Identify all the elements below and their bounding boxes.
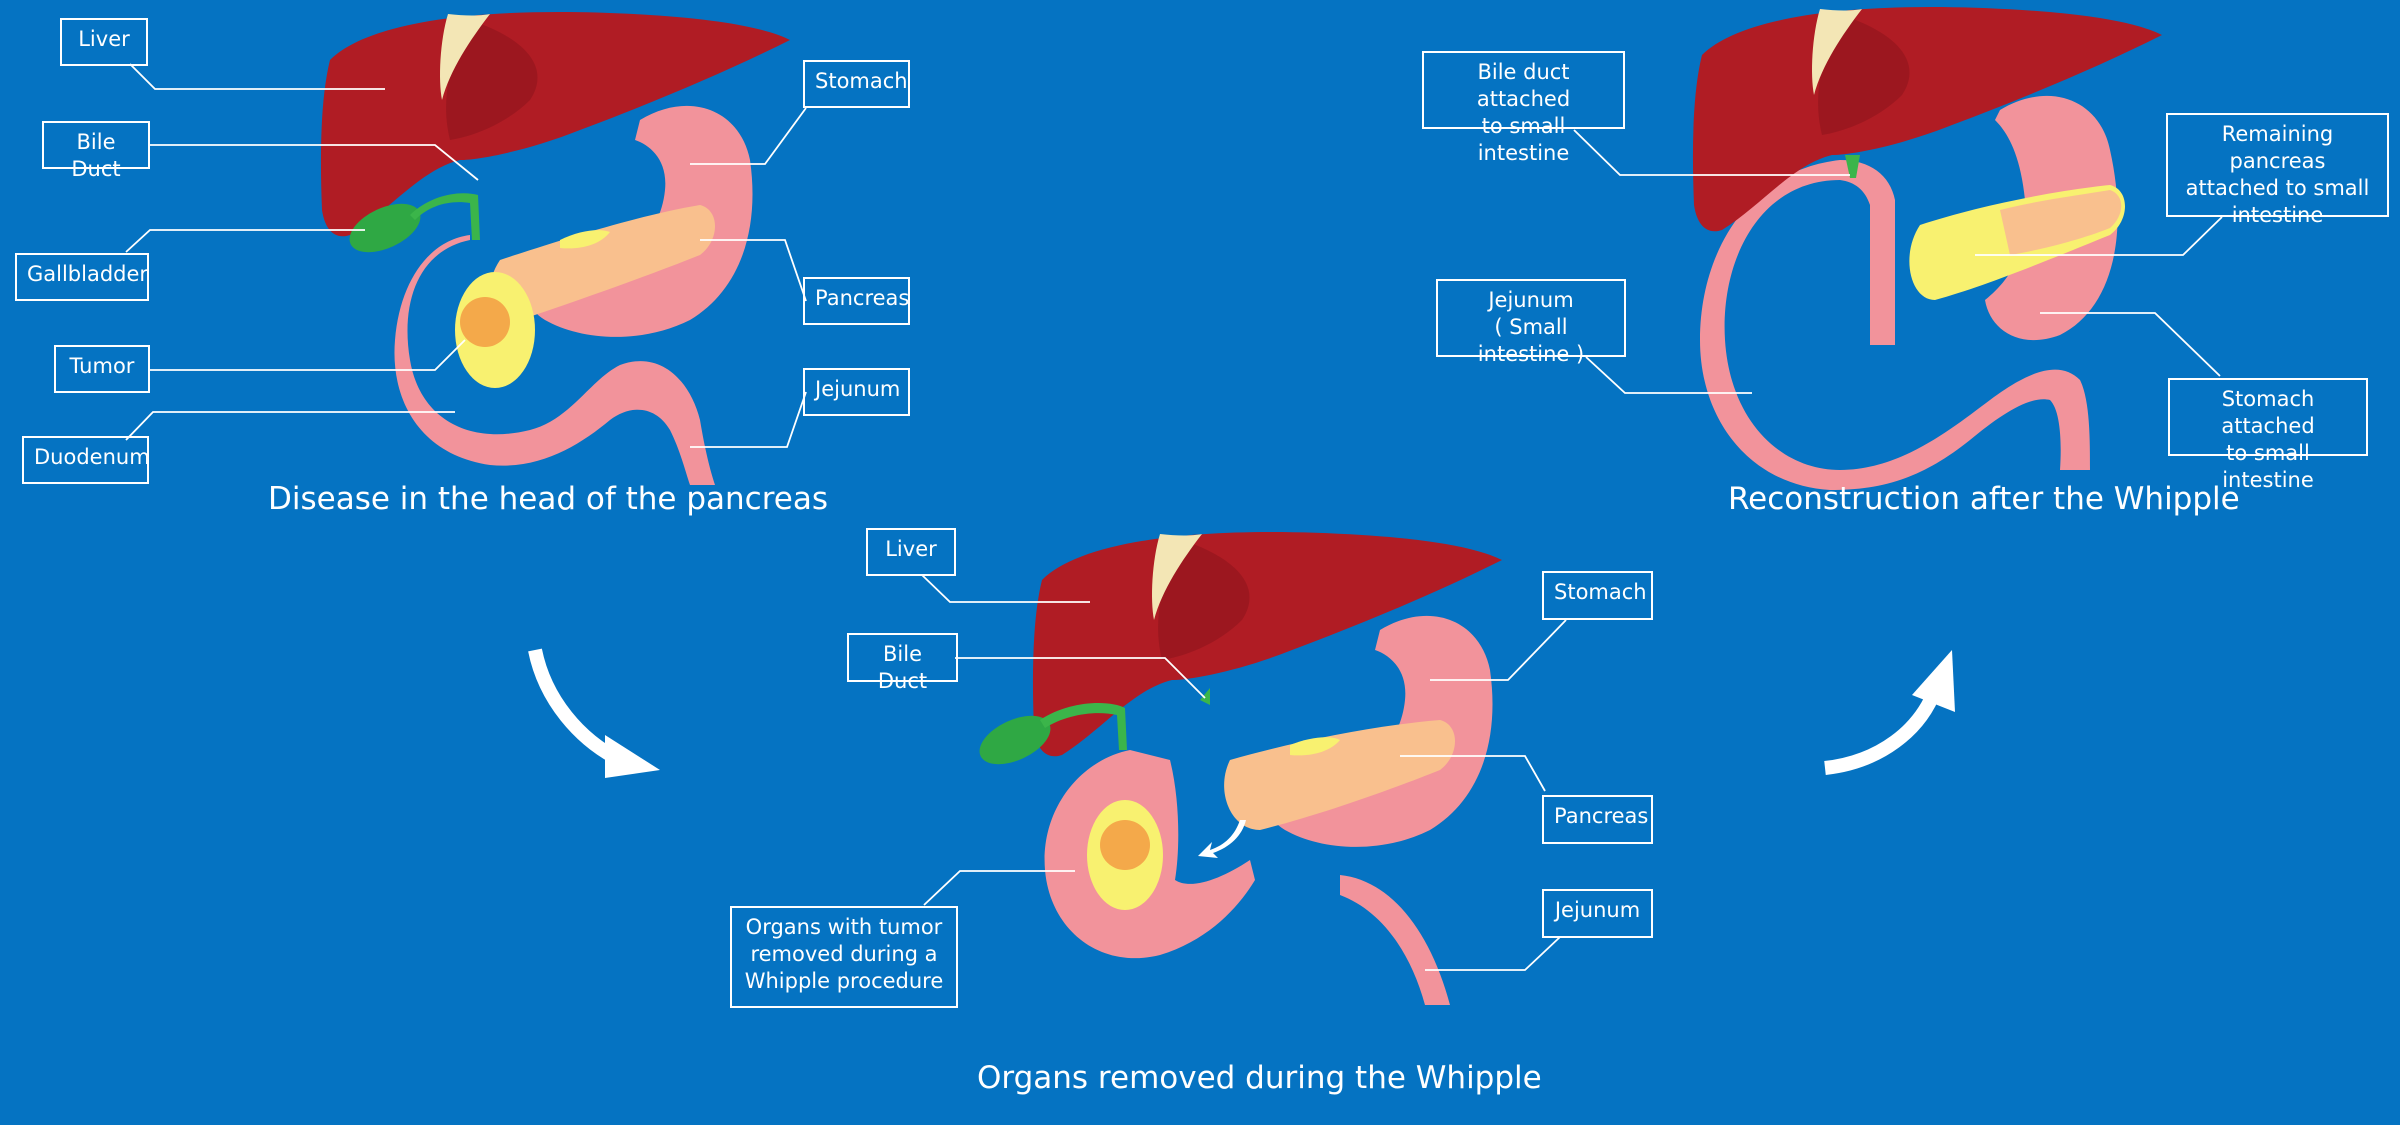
- label-pancreas: Pancreas: [1542, 795, 1653, 844]
- label-pancreas: Pancreas: [803, 277, 910, 325]
- tumor-shape: [460, 297, 510, 347]
- jejunum-loop-shape: [1700, 160, 2090, 490]
- gallbladder-shape: [979, 715, 1051, 765]
- label-gallbladder: Gallbladder: [15, 253, 149, 301]
- label-bile-duct: Bile Duct: [847, 633, 958, 693]
- arrow-down-right-icon: [528, 648, 660, 778]
- label-stomach-attached: Stomach attached to small intestine: [2168, 378, 2368, 492]
- bile-duct-shape: [410, 193, 480, 240]
- label-duodenum: Duodenum: [22, 436, 150, 484]
- caption-reconstruction: Reconstruction after the Whipple: [1728, 481, 2240, 517]
- tumor-shape: [1100, 820, 1150, 870]
- label-bile-duct-attached: Bile duct attached to small intestine: [1422, 51, 1625, 165]
- pancreas-shape: [1224, 720, 1455, 830]
- removed-panel-organs: [979, 532, 1502, 1005]
- pancreas-shape: [489, 205, 715, 321]
- bile-duct-shape: [1040, 703, 1127, 750]
- label-stomach: Stomach: [1542, 571, 1653, 620]
- label-jejunum: Jejunum: [803, 368, 910, 416]
- label-liver: Liver: [866, 528, 956, 576]
- jejunum-shape: [1340, 875, 1450, 1005]
- bile-duct-shape: [1845, 155, 1860, 178]
- duodenum-shape: [394, 235, 715, 485]
- disease-panel-organs: [320, 12, 790, 485]
- arrow-up-right-icon: [1824, 650, 1955, 775]
- label-tumor: Tumor: [54, 345, 150, 393]
- label-jejunum-small-intestine: Jejunum ( Small intestine ): [1436, 279, 1626, 366]
- label-stomach: Stomach: [803, 60, 910, 108]
- label-bile-duct: Bile Duct: [42, 121, 150, 181]
- reconstruction-panel-organs: [1692, 7, 2162, 490]
- label-remaining-pancreas-attached: Remaining pancreas attached to small int…: [2166, 113, 2389, 227]
- caption-disease: Disease in the head of the pancreas: [268, 481, 828, 517]
- label-liver: Liver: [60, 18, 148, 66]
- small-arrow-icon: [1198, 820, 1246, 858]
- gallbladder-shape: [349, 203, 421, 253]
- caption-removed: Organs removed during the Whipple: [977, 1060, 1542, 1096]
- label-jejunum: Jejunum: [1542, 889, 1653, 938]
- label-organs-removed: Organs with tumor removed during a Whipp…: [730, 906, 958, 1008]
- leader-lines: [125, 63, 2223, 971]
